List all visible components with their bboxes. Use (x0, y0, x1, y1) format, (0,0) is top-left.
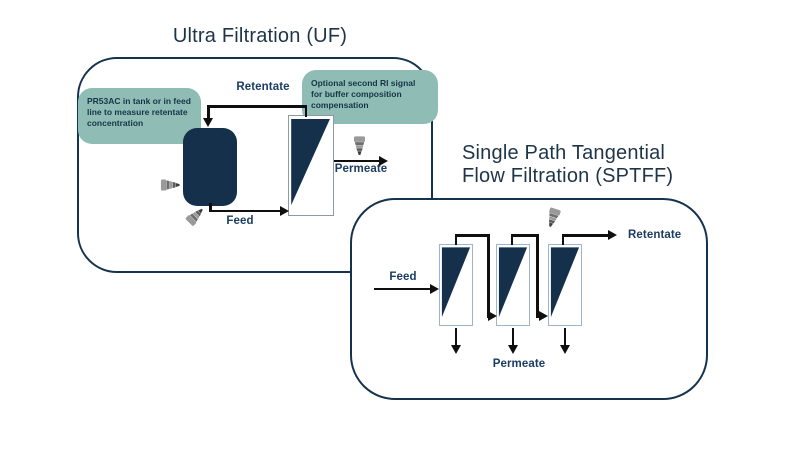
uf-callout-tank-sensor: PR53AC in tank or in feed line to measur… (78, 88, 201, 144)
sptff-connector1-drop (487, 234, 490, 318)
sptff-connector2-arrowhead (539, 310, 548, 321)
sptff-connector2-rise (510, 234, 513, 245)
uf-retentate-line (207, 105, 307, 108)
sptff-connector2-drop (536, 234, 539, 318)
sptff-feed-label: Feed (389, 271, 417, 283)
sptff-feed-line (374, 287, 432, 290)
uf-retentate-arrowhead (202, 118, 213, 127)
uf-permeate-arrowhead (379, 155, 388, 166)
sptff-retentate-line (561, 234, 610, 237)
sptff-permeate-arrowhead-1 (450, 345, 461, 354)
sptff-retentate-arrowhead (608, 229, 617, 240)
sptff-filter-cassette-1 (439, 244, 473, 326)
sptff-permeate-arrowhead-2 (507, 345, 518, 354)
uf-feed-line (209, 209, 281, 212)
sptff-connector1-arrowhead (488, 310, 497, 321)
uf-retentate-line-drop (304, 105, 307, 117)
sptff-retentate-rise (561, 234, 564, 245)
sptff-connector1-rise (454, 234, 457, 245)
uf-feed-arrowhead (280, 205, 289, 216)
sptff-permeate-label: Permeate (492, 358, 546, 370)
sptff-membrane-triangle-2 (498, 247, 528, 317)
uf-permeate-line (334, 159, 380, 162)
uf-retentate-line-to-tank (207, 105, 210, 119)
sptff-permeate-drop-2 (511, 328, 514, 346)
sptff-connector2-top (510, 234, 539, 237)
refractometer-sensor-icon (160, 177, 183, 194)
sptff-permeate-arrowhead-3 (559, 345, 570, 354)
sptff-membrane-triangle-3 (550, 247, 580, 317)
uf-feed-label: Feed (226, 215, 254, 227)
refractometer-sensor-icon (183, 201, 211, 229)
uf-filter-cassette (288, 115, 334, 216)
sptff-title: Single Path Tangential Flow Filtration (… (462, 142, 712, 188)
uf-callout-tank-sensor-text: PR53AC in tank or in feed line to measur… (87, 96, 191, 129)
uf-permeate-label: Permeate (334, 163, 388, 175)
uf-title: Ultra Filtration (UF) (172, 25, 348, 47)
uf-feed-line-drop (209, 203, 212, 212)
sptff-diagram-panel (350, 198, 708, 400)
sptff-membrane-triangle-1 (441, 247, 471, 317)
sptff-title-line1: Single Path Tangential (462, 142, 666, 164)
sptff-feed-arrowhead (430, 283, 439, 294)
sptff-title-line2: Flow Filtration (SPTFF) (462, 165, 674, 187)
sptff-permeate-drop-1 (454, 328, 457, 346)
uf-callout-ri-signal-text: Optional second RI signal for buffer com… (311, 78, 416, 111)
sptff-filter-cassette-2 (496, 244, 530, 326)
sptff-connector1-top (454, 234, 490, 237)
uf-feed-tank (183, 128, 237, 206)
refractometer-sensor-icon (541, 206, 564, 232)
sptff-permeate-drop-3 (563, 328, 566, 346)
uf-retentate-label: Retentate (236, 81, 290, 93)
sptff-retentate-label: Retentate (628, 229, 682, 241)
sptff-filter-cassette-3 (548, 244, 582, 326)
refractometer-sensor-icon (351, 136, 368, 158)
